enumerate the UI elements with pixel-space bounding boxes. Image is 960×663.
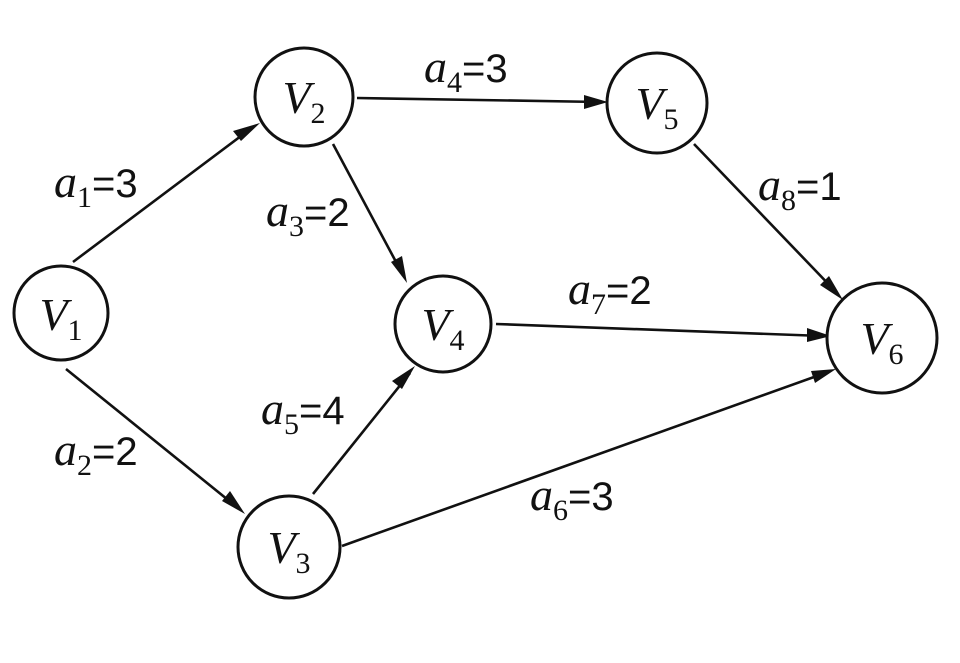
svg-text:V5: V5 (635, 78, 678, 136)
svg-text:V6: V6 (860, 313, 903, 371)
edge-label-a1: a1=3 (54, 156, 138, 214)
edge-a1 (72, 123, 260, 264)
edge-a7 (495, 322, 831, 342)
edge-label-a7: a7=2 (568, 263, 652, 321)
svg-text:V4: V4 (421, 299, 464, 357)
edge-label-a2: a2=2 (54, 424, 138, 482)
edge-a8 (693, 143, 843, 300)
edge-a5 (311, 366, 415, 495)
node-v3: V3 (236, 494, 342, 600)
node-v4: V4 (393, 274, 493, 374)
edge-a6 (341, 369, 836, 548)
svg-text:V3: V3 (267, 522, 310, 580)
edge-a2 (65, 367, 245, 514)
node-v5: V5 (605, 51, 709, 155)
edge-label-a5: a5=4 (261, 383, 345, 441)
edge-label-a3: a3=2 (266, 185, 350, 243)
node-v2: V2 (253, 46, 355, 148)
edge-a4 (356, 95, 608, 109)
edge-label-a6: a6=3 (530, 469, 614, 527)
edge-a3 (331, 143, 407, 283)
edge-label-a8: a8=1 (758, 159, 842, 217)
node-v1: V1 (12, 264, 110, 362)
edge-label-a4: a4=3 (424, 41, 508, 99)
node-v6: V6 (825, 281, 939, 395)
svg-text:V1: V1 (39, 289, 82, 347)
svg-text:V2: V2 (282, 72, 325, 130)
